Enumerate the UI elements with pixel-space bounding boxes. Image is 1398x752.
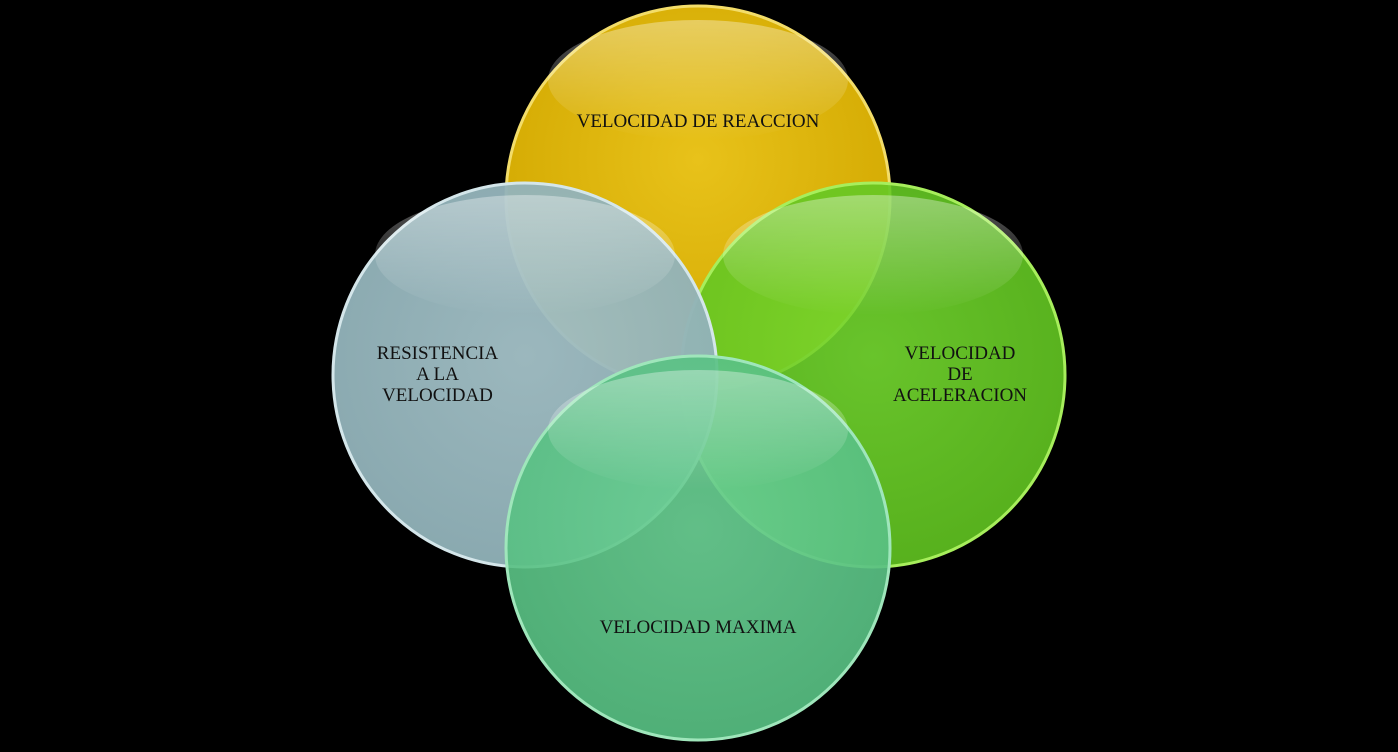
label-resistencia-a-la-velocidad: RESISTENCIA A LA VELOCIDAD (355, 343, 520, 406)
label-line: DE (947, 364, 973, 385)
label-line: VELOCIDAD MAXIMA (599, 617, 797, 638)
label-velocidad-de-aceleracion: VELOCIDAD DE ACELERACION (870, 343, 1050, 406)
label-velocidad-maxima: VELOCIDAD MAXIMA (548, 617, 848, 638)
label-line: VELOCIDAD (382, 385, 493, 406)
label-line: VELOCIDAD DE REACCION (576, 111, 820, 132)
label-line: A LA (416, 364, 459, 385)
label-velocidad-de-reaccion: VELOCIDAD DE REACCION (548, 111, 848, 132)
label-line: VELOCIDAD (904, 343, 1016, 364)
top-circle-shine (548, 20, 848, 140)
label-line: ACELERACION (892, 385, 1028, 406)
bottom-circle-shine (548, 370, 848, 490)
left-circle-shine (375, 195, 675, 315)
label-line: RESISTENCIA (376, 343, 499, 364)
right-circle-shine (723, 195, 1023, 315)
